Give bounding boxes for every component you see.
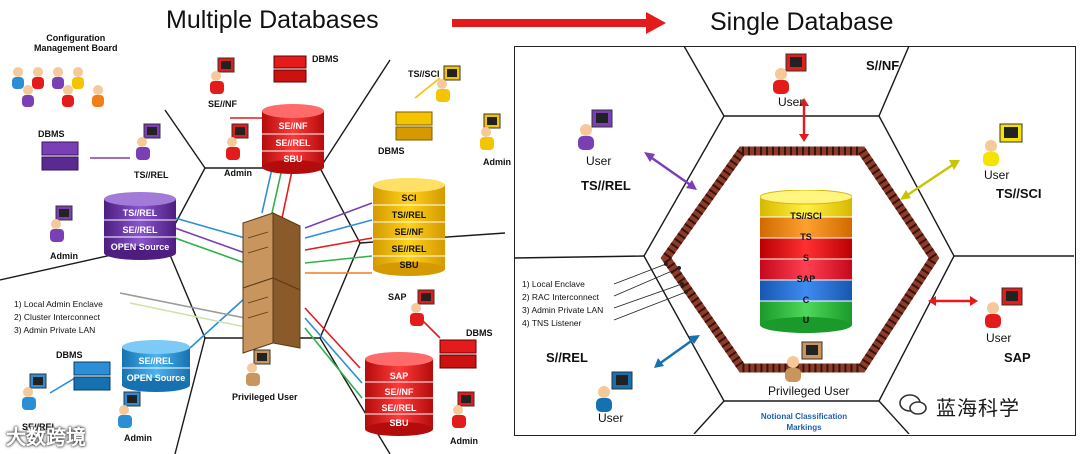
computer-user-icon [785,341,823,382]
dbms-label: DBMS [56,350,83,360]
server-icon [41,141,79,171]
note-line: 4) TNS Listener [522,318,582,328]
cmb-label-line: Management Board [34,43,118,53]
watermark-left: 大数跨境 [6,427,86,449]
s-nf-label: S//NF [866,58,900,73]
right-title: Single Database [710,8,894,36]
user-label: User [598,411,624,425]
admin-label: Admin [483,157,511,167]
computer-user-icon [50,205,73,242]
right-notes: 1) Local Enclave 2) RAC Interconnect 3) … [522,278,603,330]
stack-segment: U [802,315,810,325]
cmb-label-line: Configuration [46,33,106,43]
db-right-segment: SE//NF [394,227,424,237]
db-bottom-left-segment: OPEN Source [126,373,186,383]
computer-user-icon [22,373,47,410]
se-nf-label: SE//NF [208,99,238,109]
s-rel-label: S//REL [546,350,588,365]
db-top-segment: SE//NF [278,121,308,131]
note-line: 3) Admin Private LAN [14,325,96,335]
note-line: 1) Local Admin Enclave [14,299,103,309]
admin-label: Admin [50,251,78,261]
note-line: 3) Admin Private LAN [522,305,604,315]
db-bottom-right-segment: SAP [389,371,409,381]
computer-user-icon [983,123,1023,166]
db-bottom-right-segment: SE//REL [381,403,417,413]
admin-label: Admin [124,433,152,443]
privileged-user-label: Privileged User [768,384,850,398]
computer-user-icon [773,53,807,94]
ts-sci-label: TS//SCI [408,69,440,79]
server-cluster-icon [242,212,301,354]
computer-user-icon [226,123,249,160]
db-bottom-right-segment: SE//NF [384,387,414,397]
db-left-segment: SE//REL [122,225,158,235]
server-icon [73,361,111,391]
notional-line: Notional Classification [760,412,848,421]
computer-user-icon [596,371,633,412]
right-hexagon-outer [514,46,1074,434]
stack-segment: C [802,295,810,305]
db-left-segment: TS//REL [122,208,158,218]
computer-user-icon [480,113,501,150]
right-hexagon-inner-dashes [660,146,940,373]
user-label: User [986,331,1012,345]
notional-label: Notional Classification Markings [752,411,856,433]
db-right-segment: SE//REL [391,244,427,254]
left-title: Multiple Databases [166,6,379,34]
computer-user-icon [578,109,613,150]
computer-user-icon [246,349,271,386]
computer-user-icon [436,65,461,102]
db-right-segment: SBU [399,260,419,270]
dbms-label: DBMS [378,146,405,156]
dbms-label: DBMS [312,54,339,64]
stack-segment: TS//SCI [790,211,822,221]
dbms-label: DBMS [38,129,65,139]
watermark-right: 蓝海科学 [936,398,1020,420]
db-top-segment: SBU [283,154,303,164]
privileged-user-label: Privileged User [232,392,298,402]
sap-label: SAP [1004,350,1031,365]
db-right-segment: TS//REL [391,210,427,220]
server-icon [273,55,307,83]
stack-segment: TS [800,232,812,242]
transition-arrow-icon [452,12,666,34]
notional-line: Markings [786,423,822,432]
admin-label: Admin [224,168,252,178]
right-frame [514,46,1076,436]
computer-user-icon [452,391,475,428]
stack-segment: S [802,253,809,263]
computer-user-icon [118,391,141,428]
right-diagram [514,46,1074,434]
computer-user-icon [410,289,435,326]
db-top-segment: SE//REL [275,138,311,148]
wechat-icon [899,394,927,415]
people-group-icon [12,67,104,107]
left-notes: 1) Local Admin Enclave 2) Cluster Interc… [14,298,103,337]
admin-label: Admin [450,436,478,446]
ts-rel-label: TS//REL [134,170,169,180]
computer-user-icon [210,57,235,94]
user-label: User [586,154,612,168]
user-label: User [984,168,1010,182]
db-right-segment: SCI [401,193,417,203]
ts-sci-label: TS//SCI [996,186,1042,201]
note-line: 2) RAC Interconnect [522,292,600,302]
computer-user-icon [985,287,1023,328]
stack-segment: SAP [796,274,816,284]
dbms-label: DBMS [466,328,493,338]
server-icon [439,339,477,369]
sap-label: SAP [388,292,407,302]
note-line: 2) Cluster Interconnect [14,312,100,322]
computer-user-icon [136,123,161,160]
ts-rel-label: TS//REL [581,178,631,193]
user-label: User [778,95,804,109]
server-icon [395,111,433,141]
cmb-label: Configuration Management Board [34,33,118,53]
db-bottom-left-segment: SE//REL [138,356,174,366]
note-line: 1) Local Enclave [522,279,585,289]
db-left-segment: OPEN Source [110,242,170,252]
se-rel-label: SE//REL [22,422,58,432]
db-bottom-right-segment: SBU [389,418,409,428]
